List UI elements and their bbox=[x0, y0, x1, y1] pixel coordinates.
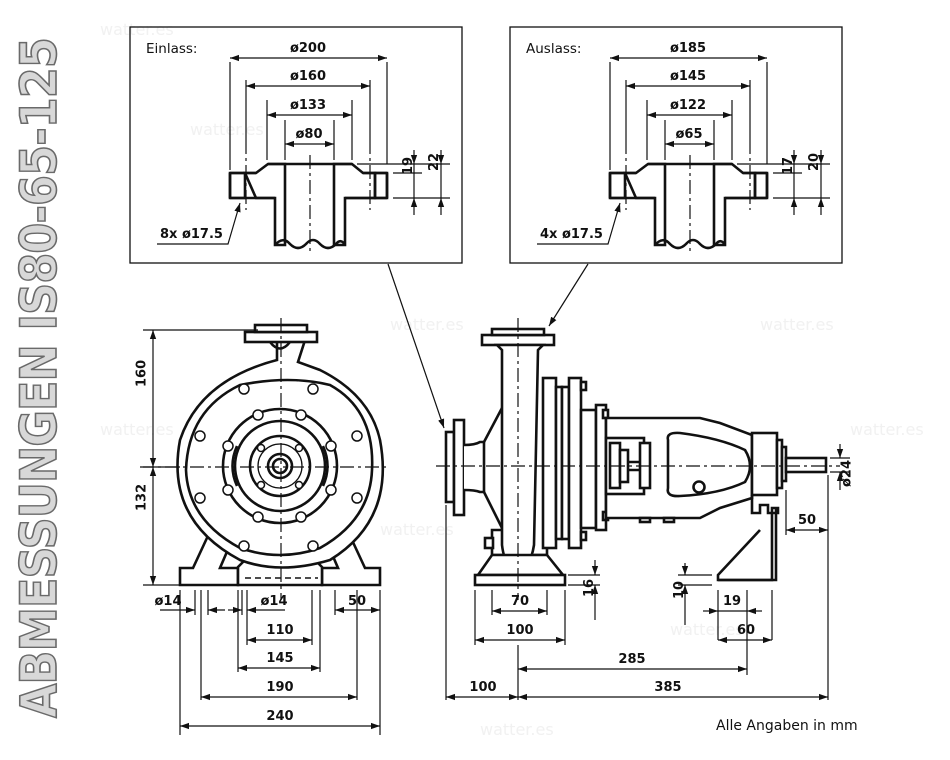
outlet-dim-raised-face: ø122 bbox=[670, 98, 706, 113]
front-dim-145: 145 bbox=[266, 651, 293, 666]
outlet-dim-outer: ø185 bbox=[670, 41, 706, 56]
side-dim-inlet-offset: 100 bbox=[469, 680, 496, 695]
casing-bolts bbox=[194, 383, 363, 552]
outlet-dim-bolt-circle: ø145 bbox=[670, 69, 706, 84]
outlet-bolt-holes: 4x ø17.5 bbox=[540, 227, 603, 242]
side-dim-casing-foot-width: 100 bbox=[506, 623, 533, 638]
inlet-dim-raised-face: ø133 bbox=[290, 98, 326, 113]
front-dim-132: 132 bbox=[134, 484, 149, 511]
inlet-dim-outer: ø200 bbox=[290, 41, 326, 56]
outlet-dim-flange-thickness: 17 bbox=[781, 157, 796, 175]
front-dim-240: 240 bbox=[266, 709, 293, 724]
side-dim-bearing-foot-hole: 19 bbox=[723, 594, 741, 609]
outlet-leader-arrow bbox=[548, 263, 589, 327]
units-note: Alle Angaben in mm bbox=[716, 718, 858, 734]
watermark: watter.es bbox=[100, 420, 174, 439]
inlet-dim-flange-thickness: 19 bbox=[401, 157, 416, 175]
inlet-detail-frame bbox=[129, 26, 463, 264]
inlet-label: Einlass: bbox=[146, 41, 197, 57]
inlet-dim-total-thickness: 22 bbox=[427, 153, 442, 171]
side-view-dimensions: ø24 50 16 10 70 100 19 60 285 100 385 bbox=[445, 444, 854, 701]
side-dim-shaft-diameter: ø24 bbox=[839, 460, 854, 487]
watermark: watter.es bbox=[390, 315, 464, 334]
front-dim-foot-hole-left: ø14 bbox=[154, 594, 181, 609]
outlet-flange-section bbox=[608, 140, 769, 255]
outlet-dim-bore: ø65 bbox=[675, 127, 702, 142]
watermark-layer: watter.es watter.es watter.es watter.es … bbox=[100, 20, 924, 739]
front-dim-190: 190 bbox=[266, 680, 293, 695]
inlet-leader-arrow bbox=[387, 263, 445, 429]
watermark: watter.es bbox=[380, 520, 454, 539]
watermark: watter.es bbox=[190, 120, 264, 139]
inlet-dim-bolt-circle: ø160 bbox=[290, 69, 326, 84]
front-view-dimensions: 160 132 ø14 ø14 50 110 145 190 240 bbox=[134, 329, 381, 735]
front-dim-foot-hole-center: ø14 bbox=[260, 594, 287, 609]
front-dim-foot-width: 50 bbox=[348, 594, 366, 609]
watermark: watter.es bbox=[670, 620, 744, 639]
front-dim-160: 160 bbox=[134, 360, 149, 387]
outlet-dim-total-thickness: 20 bbox=[807, 153, 822, 171]
outlet-label: Auslass: bbox=[526, 41, 581, 57]
side-dim-bearing-foot-height: 10 bbox=[672, 581, 687, 599]
inlet-dim-bore: ø80 bbox=[295, 127, 322, 142]
inlet-flange-detail: Einlass: ø200 ø160 ø133 ø80 19 bbox=[129, 26, 463, 264]
side-dim-casing-foot-holes: 70 bbox=[511, 594, 529, 609]
outlet-flange-detail: Auslass: ø185 ø145 ø122 ø65 17 20 bbox=[509, 26, 843, 264]
watermark: watter.es bbox=[100, 20, 174, 39]
inlet-flange-section bbox=[228, 140, 389, 255]
side-dim-foot-spacing: 285 bbox=[618, 652, 645, 667]
side-dim-385: 385 bbox=[654, 680, 681, 695]
outlet-detail-frame bbox=[509, 26, 843, 264]
drawing-title: ABMESSUNGEN IS80-65-125 bbox=[10, 38, 68, 718]
side-dim-shaft-length: 50 bbox=[798, 513, 816, 528]
side-dim-casing-foot-height: 16 bbox=[582, 579, 597, 597]
watermark: watter.es bbox=[480, 720, 554, 739]
watermark: watter.es bbox=[760, 315, 834, 334]
watermark: watter.es bbox=[850, 420, 924, 439]
inlet-bolt-holes: 8x ø17.5 bbox=[160, 227, 223, 242]
pump-front-view bbox=[140, 318, 390, 600]
side-dim-bearing-foot-width: 60 bbox=[737, 623, 755, 638]
pump-side-view bbox=[436, 318, 840, 600]
front-dim-110: 110 bbox=[266, 623, 293, 638]
